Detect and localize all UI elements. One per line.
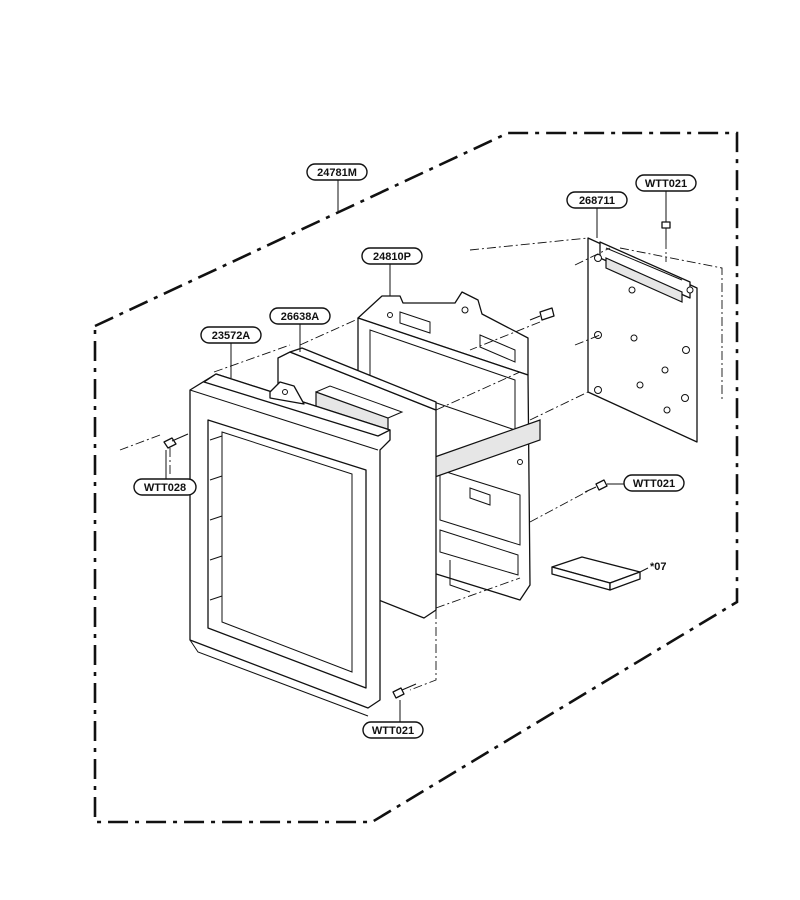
control-board: [587, 237, 698, 443]
assembly-boundary: [93, 131, 739, 824]
callout-screw-bottom: WTT021: [362, 721, 424, 739]
front-frame: [189, 373, 391, 717]
screw-wtt021-bottom-icon: [392, 683, 417, 699]
assembly-guide-lines: [119, 237, 723, 691]
svg-text:23572A: 23572A: [212, 330, 251, 342]
svg-text:24781M: 24781M: [317, 167, 357, 179]
callout-screw-board: WTT021: [635, 174, 697, 192]
svg-text:26638A: 26638A: [281, 311, 320, 323]
screw-wtt021-right-icon: [584, 479, 608, 493]
callout-screw-left: WTT028: [133, 478, 197, 496]
leader-lines: [165, 178, 667, 722]
svg-text:WTT021: WTT021: [633, 478, 675, 490]
svg-text:WTT028: WTT028: [144, 482, 186, 494]
screw-wtt028-icon: [163, 433, 189, 449]
callout-frame: 23572A: [200, 326, 262, 344]
svg-text:*07: *07: [650, 561, 667, 573]
callout-bracket: 24810P: [361, 247, 423, 265]
svg-text:268711: 268711: [579, 195, 615, 207]
callout-control-board: 268711: [566, 191, 628, 209]
svg-text:WTT021: WTT021: [372, 725, 414, 737]
screw-bracket-icon: [529, 307, 555, 321]
owners-manual: [551, 556, 641, 591]
screw-wtt021-board-icon: [661, 221, 671, 240]
svg-text:WTT021: WTT021: [645, 178, 687, 190]
callout-screw-right: WTT021: [623, 474, 685, 492]
callout-manual: *07: [650, 561, 667, 573]
svg-text:24810P: 24810P: [373, 251, 411, 263]
callout-assembly: 24781M: [306, 163, 368, 181]
callout-panel: 26638A: [269, 307, 331, 325]
